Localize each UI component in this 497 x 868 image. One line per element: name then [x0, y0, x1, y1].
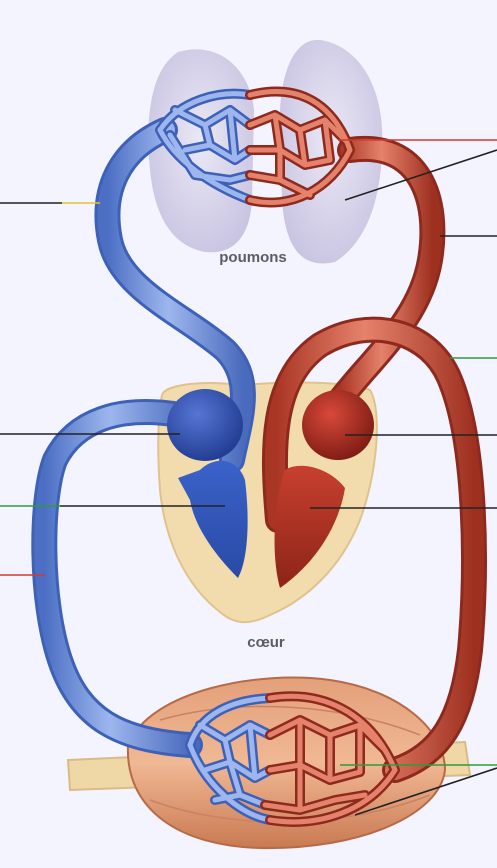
heart-label: cœur [206, 634, 326, 651]
left-atrium [302, 390, 374, 460]
right-atrium [167, 389, 243, 461]
lungs-label: poumons [193, 249, 313, 266]
